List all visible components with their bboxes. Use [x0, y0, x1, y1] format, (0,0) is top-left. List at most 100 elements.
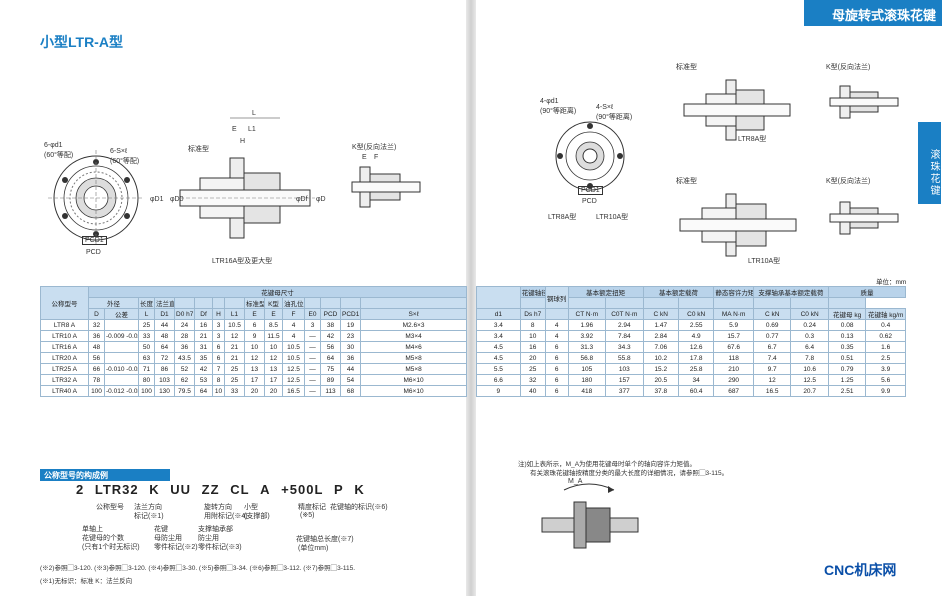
table-cell: 38 [320, 319, 341, 331]
table-cell: 0.35 [827, 341, 867, 353]
group-mass: 质量 [827, 286, 907, 298]
table-cell: 52 [174, 363, 195, 375]
table-cell: 0.77 [752, 330, 792, 342]
table-cell: 54 [340, 374, 361, 386]
seg-count: 2 [76, 482, 85, 497]
page-gutter [466, 0, 476, 596]
table-cell: 5.9 [713, 319, 754, 331]
table-cell: 48 [88, 341, 105, 353]
col-right-header: C kN [642, 308, 679, 320]
table-cell: 43.5 [174, 352, 195, 364]
tap-note: 6-S×ℓ [110, 148, 128, 155]
table-cell: 4.9 [677, 330, 715, 342]
order-footnote-2: (※1)无标识：标准 K：法兰反向 [40, 578, 133, 585]
table-cell: 12.6 [677, 341, 715, 353]
table-cell: 17.8 [677, 352, 715, 364]
table-cell: 68 [340, 385, 361, 397]
table-cell: 34 [677, 374, 715, 386]
table-cell [104, 352, 139, 364]
group-load: 基本额定载荷 [642, 286, 715, 298]
caption-small-ltr8: LTR8A型 [548, 214, 577, 221]
sub-outer: 外径 [88, 297, 139, 309]
caption-left: LTR16A型及更大型 [212, 258, 273, 265]
dim-k-F: F [374, 154, 379, 161]
seg-shaft: K [354, 482, 365, 497]
seg-precision: P [334, 482, 344, 497]
seg-bearing-seal: ZZ [201, 482, 220, 497]
pcd-label: PCD [86, 249, 101, 256]
table-cell: 6 [244, 319, 265, 331]
col-right-header: Ds h7 [519, 308, 546, 320]
table-cell: 20.7 [790, 385, 829, 397]
table-cell: 113 [320, 385, 341, 397]
k-type-drawing-left [351, 166, 421, 208]
table-cell: 35 [194, 352, 213, 364]
table-cell: 56 [88, 352, 105, 364]
col-left-header: 公差 [104, 308, 139, 320]
table-cell: 180 [567, 374, 607, 386]
seg-model: LTR32 [94, 482, 139, 497]
table-cell: 10.5 [224, 319, 245, 331]
table-cell: -0.012 -0.034 [104, 385, 139, 397]
table-cell: LTR16 A [40, 341, 89, 353]
label-total-length: 花键轴总长度(※7) [296, 536, 354, 543]
table-cell: LTR10 A [40, 330, 89, 342]
table-cell: 105 [567, 363, 607, 375]
table-cell: 25.8 [677, 363, 715, 375]
table-cell: 79.5 [174, 385, 195, 397]
table-cell: 32 [88, 319, 105, 331]
table-cell: 7.06 [642, 341, 679, 353]
table-cell: 56 [320, 341, 341, 353]
table-cell: 42 [194, 363, 213, 375]
table-cell: 4 [544, 330, 569, 342]
tap-note-right-sub: (90°等距离) [596, 114, 633, 121]
group-bearing: 支撑轴承基本额定载荷 [752, 286, 829, 298]
table-cell: 62 [174, 374, 195, 386]
col-right-header [544, 308, 569, 320]
standard-type-label-ltr10: 标准型 [676, 178, 697, 185]
table-cell: 44 [154, 319, 175, 331]
col-model: 公称型号 [40, 286, 89, 320]
table-row: LTR10 A36-0.009 -0.02533482821312911.54—… [40, 330, 468, 342]
table-cell: 210 [713, 363, 754, 375]
table-cell: 80 [138, 374, 155, 386]
table-cell: 10 [264, 341, 283, 353]
table-cell: 78 [88, 374, 105, 386]
label-support: (支撑部) [244, 513, 270, 520]
table-cell: 40 [519, 385, 546, 397]
table-cell: 12 [752, 374, 792, 386]
seg-nut-seal: UU [170, 482, 192, 497]
table-cell: 6.4 [790, 341, 829, 353]
table-cell: 12.5 [282, 363, 305, 375]
label-nut2: 母防尘用 [154, 535, 182, 542]
sub-length: 长度 [138, 297, 155, 309]
dim-L: L [252, 110, 256, 117]
table-cell: 28 [174, 330, 195, 342]
label-nut3: 零件标记(※2) [154, 544, 198, 551]
table-cell: 5.6 [865, 374, 906, 386]
label-shaft-mark: 花键轴的标识(※6) [330, 504, 388, 511]
table-cell: 3 [304, 319, 321, 331]
caption-ltr10: LTR10A型 [748, 258, 781, 265]
table-cell: 16 [519, 341, 546, 353]
front-view-drawing-left [48, 150, 144, 246]
table-cell: 3.9 [865, 363, 906, 375]
label-nut-count2: (只有1个时无标识) [82, 544, 140, 551]
table-cell: 31 [194, 341, 213, 353]
table-cell: 24 [174, 319, 195, 331]
table-cell: 6 [212, 341, 225, 353]
col-left-header: D1 [154, 308, 175, 320]
col-right-header: 花键轴 kg/m [865, 308, 906, 320]
col-right-header: 花键母 kg [827, 308, 867, 320]
table-cell: 12 [264, 352, 283, 364]
col-left-header: E [264, 308, 283, 320]
col-right-header: MA N·m [713, 308, 754, 320]
label-bearing2: 防尘用 [198, 535, 219, 542]
table-cell: 6 [544, 341, 569, 353]
col-left-header: S×ℓ [359, 308, 468, 320]
side-view-drawing-ltr10 [679, 193, 797, 257]
table-cell: 3 [212, 330, 225, 342]
table-cell: 9 [476, 385, 521, 397]
table-cell: 7 [212, 363, 225, 375]
